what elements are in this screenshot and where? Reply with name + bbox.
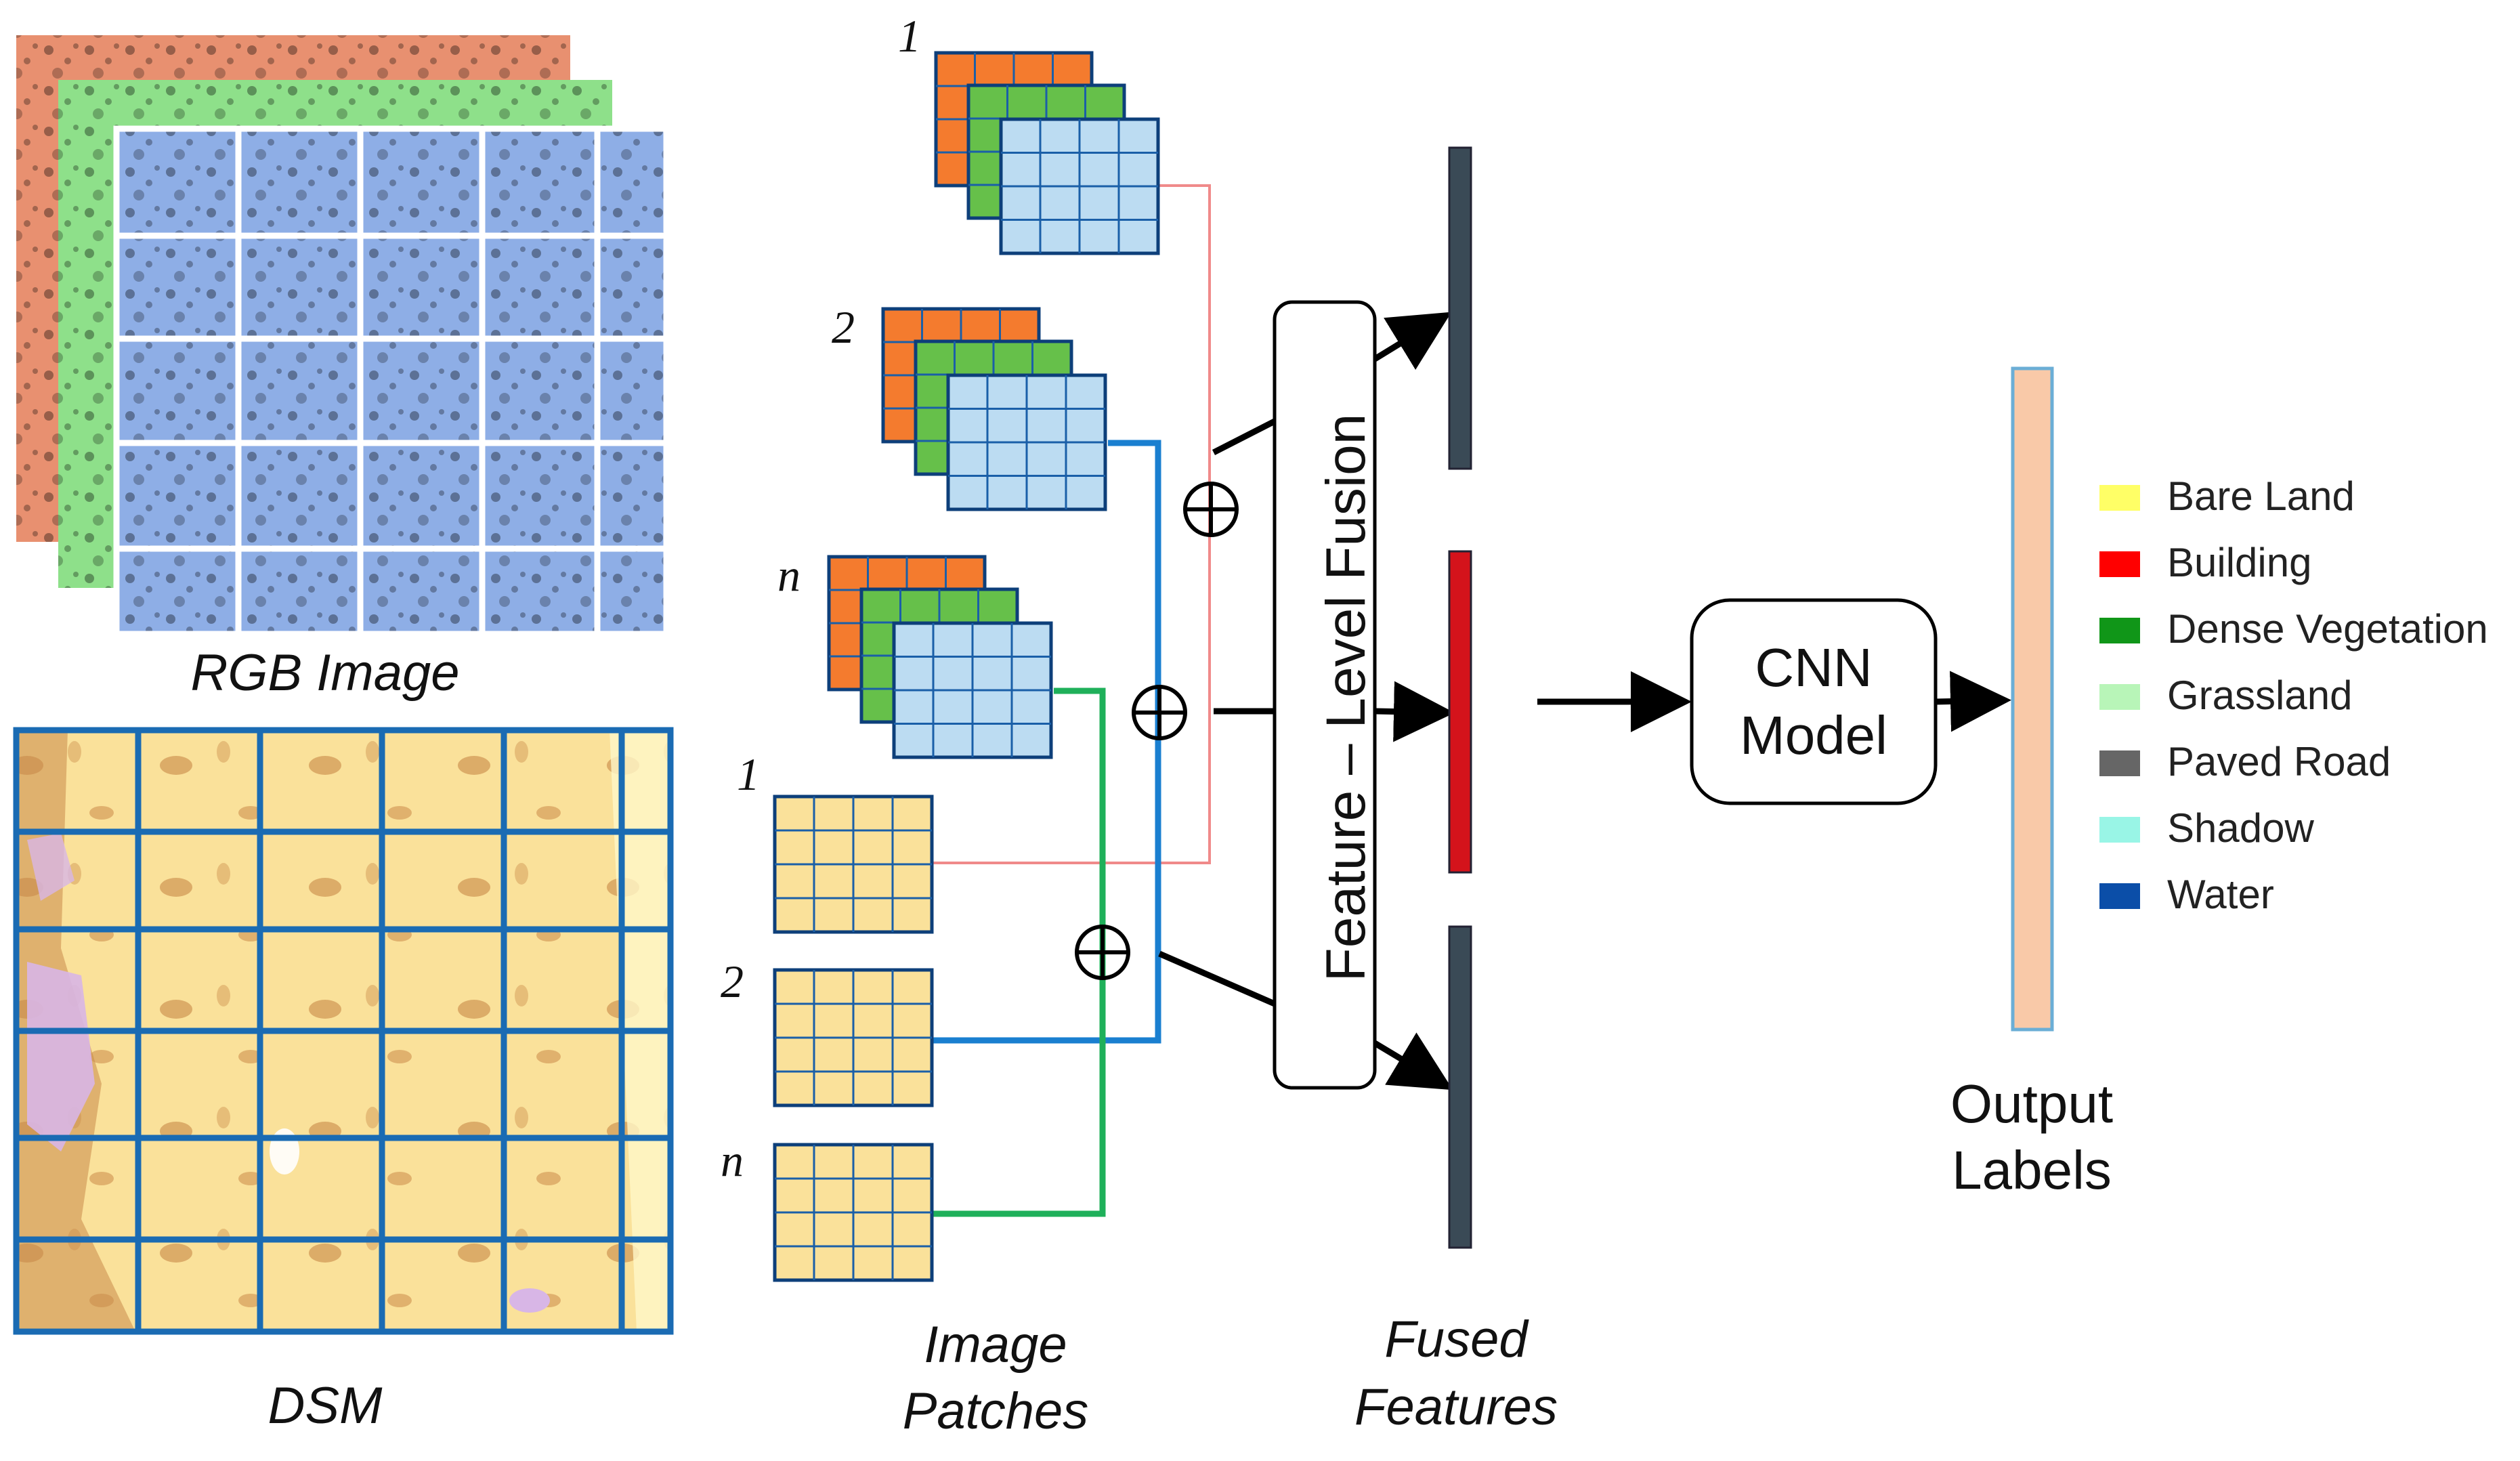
legend-item: Grassland	[2099, 672, 2506, 718]
rgb-image-stack	[16, 35, 670, 637]
legend-swatch	[2099, 618, 2140, 643]
fused-features-caption-line1: Fused	[1384, 1311, 1528, 1368]
legend-item: Dense Vegetation	[2099, 606, 2506, 652]
image-patches-caption-line2: Patches	[902, 1382, 1089, 1440]
rgb-patch-number-n: n	[777, 549, 800, 601]
legend-label: Building	[2167, 540, 2312, 585]
blue-link	[933, 440, 1161, 1044]
legend-swatch	[2099, 817, 2140, 843]
cnn-model-label-line1: CNN	[1755, 637, 1873, 698]
image-patches-caption-line1: Image	[924, 1316, 1067, 1374]
rgb-patch-stack-2-blue	[946, 373, 1107, 511]
dsm-patch-1	[773, 795, 934, 934]
rgb-patch-number-1: 1	[898, 10, 921, 62]
fusion-plus-3	[1075, 925, 1130, 980]
output-labels-caption-line2: Labels	[1952, 1140, 2112, 1200]
dsm-patch-number-n: n	[721, 1135, 744, 1186]
arrow-to-output	[1935, 671, 2011, 732]
legend-label: Dense Vegetation	[2167, 606, 2488, 652]
dsm-grid	[13, 727, 674, 1335]
legend-label: Paved Road	[2167, 739, 2391, 784]
legend-label: Grassland	[2167, 673, 2353, 718]
legend-item: Bare Land	[2099, 473, 2506, 519]
legend-label: Bare Land	[2167, 473, 2355, 519]
legend-swatch	[2099, 485, 2140, 511]
fusion-arrows	[1373, 312, 1455, 1091]
rgb-patch-stack-n-blue	[892, 621, 1053, 759]
dsm-patch-2	[773, 968, 934, 1107]
legend-swatch	[2099, 883, 2140, 909]
dsm-image	[13, 727, 674, 1335]
dsm-caption: DSM	[268, 1377, 383, 1435]
legend-swatch	[2099, 551, 2140, 577]
rgb-grid	[113, 125, 670, 637]
fused-feature-bar-3	[1448, 925, 1472, 1249]
cnn-model-label-line2: Model	[1740, 705, 1887, 765]
fused-feature-bar-1	[1448, 146, 1472, 470]
fused-feature-bar-2	[1448, 550, 1472, 874]
dsm-patch-number-1: 1	[737, 748, 760, 800]
feature-level-fusion-block	[1273, 300, 1377, 1090]
feature-level-fusion-label: Feature – Level Fusion	[1315, 413, 1377, 982]
fused-features-caption-line2: Features	[1354, 1378, 1558, 1436]
rgb-patch-stacks	[827, 51, 1160, 759]
legend-swatch	[2099, 684, 2140, 710]
output-labels-caption-line1: Output	[1950, 1074, 2114, 1134]
rgb-patch-number-2: 2	[832, 301, 855, 353]
output-labels-bar	[2011, 366, 2054, 1032]
legend-item: Building	[2099, 539, 2506, 585]
legend-label: Shadow	[2167, 805, 2314, 851]
rgb-patch-stack-1-blue	[999, 117, 1160, 255]
fusion-plus-2	[1132, 685, 1187, 740]
rgb-image-caption: RGB Image	[190, 644, 460, 702]
legend-item: Shadow	[2099, 805, 2506, 851]
plus-to-fusion-lines	[1158, 418, 1277, 1007]
legend-item: Water	[2099, 871, 2506, 917]
fusion-plus-1	[1183, 482, 1239, 537]
legend-label: Water	[2167, 872, 2274, 917]
legend-item: Paved Road	[2099, 738, 2506, 784]
pink-link	[933, 184, 1211, 864]
dsm-patch-n	[773, 1143, 934, 1282]
dsm-patches	[773, 795, 934, 1282]
legend-swatch	[2099, 750, 2140, 776]
dsm-patch-number-2: 2	[721, 956, 744, 1007]
